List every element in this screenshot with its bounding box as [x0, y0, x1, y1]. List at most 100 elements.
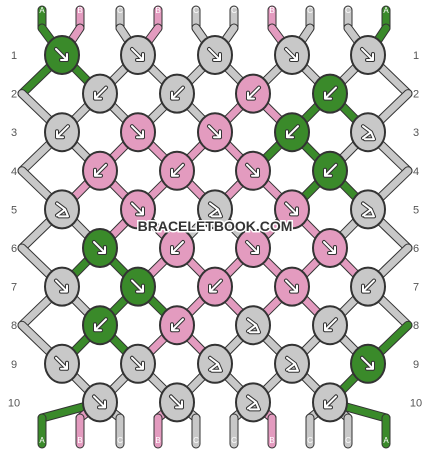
knot: [159, 150, 195, 191]
bottom-string-letter: C: [193, 436, 199, 445]
bottom-string-letter: B: [155, 436, 160, 445]
bottom-string-letter: C: [117, 436, 123, 445]
row-label-left: 4: [11, 166, 17, 178]
arrow-icon: [171, 241, 184, 254]
arrow-icon: [55, 48, 68, 61]
top-string-letter: C: [193, 6, 199, 15]
bottom-string-letter: B: [77, 436, 82, 445]
arrow-icon: [324, 395, 337, 409]
knot: [44, 266, 80, 307]
knot: [159, 305, 195, 346]
arrow-icon: [246, 241, 259, 254]
row-label-right: 3: [413, 127, 419, 139]
knot: [120, 266, 156, 307]
arrow-icon: [208, 48, 221, 61]
knot: [197, 35, 233, 75]
arrow-icon: [171, 86, 184, 100]
knot: [350, 266, 386, 307]
arrow-icon: [209, 279, 222, 293]
row-label-left: 7: [11, 282, 17, 294]
knot: [312, 150, 348, 191]
bottom-string-letter: B: [269, 436, 274, 445]
knot: [350, 35, 386, 75]
knot: [235, 150, 271, 191]
knot: [120, 112, 156, 153]
row-label-right: 2: [413, 89, 419, 101]
row-label-right: 10: [410, 397, 422, 409]
arrow-icon: [324, 163, 337, 177]
watermark-text: BRACELETBOOK.COM: [138, 218, 293, 234]
row-label-left: 10: [8, 397, 20, 409]
row-label-left: 5: [11, 204, 17, 216]
knot: [312, 228, 348, 268]
knot: [82, 305, 118, 346]
arrow-icon: [362, 125, 375, 141]
top-string-letter: C: [117, 6, 123, 15]
knot: [197, 189, 233, 230]
arrow-icon: [361, 48, 374, 61]
knot: [82, 228, 118, 268]
row-label-left: 2: [11, 89, 17, 101]
knot: [44, 35, 80, 75]
knot: [350, 112, 386, 153]
knot: [197, 266, 233, 307]
knot: [82, 382, 118, 423]
row-label-right: 1: [413, 50, 419, 62]
arrow-icon: [208, 125, 221, 139]
knot: [312, 305, 348, 346]
arrow-icon: [285, 279, 298, 293]
arrow-icon: [361, 356, 374, 370]
arrow-icon: [285, 48, 298, 61]
knot: [312, 382, 348, 423]
arrow-icon: [93, 241, 106, 254]
arrow-icon: [323, 241, 336, 254]
row-label-right: 9: [413, 359, 419, 371]
bottom-string-letter: A: [383, 436, 389, 445]
knot: [274, 343, 310, 384]
row-label-right: 4: [413, 166, 419, 178]
top-string-letter: C: [307, 6, 313, 15]
knot: [159, 73, 195, 114]
top-string-letter: A: [383, 6, 389, 15]
row-label-right: 6: [413, 243, 419, 255]
arrow-icon: [93, 395, 106, 409]
arrow-icon: [362, 202, 375, 218]
arrow-icon: [209, 202, 222, 218]
arrow-icon: [171, 318, 184, 332]
arrow-icon: [285, 202, 298, 216]
row-label-left: 1: [11, 50, 17, 62]
knot: [274, 266, 310, 307]
top-string-letter: C: [231, 6, 237, 15]
knot: [235, 305, 271, 346]
top-string-letter: A: [39, 6, 45, 15]
arrow-icon: [286, 356, 299, 372]
row-label-right: 7: [413, 282, 419, 294]
top-string-letter: B: [269, 6, 274, 15]
arrow-icon: [170, 395, 183, 409]
row-label-left: 3: [11, 127, 17, 139]
knot-layer: [44, 35, 386, 423]
arrow-icon: [209, 356, 222, 372]
arrow-icon: [324, 318, 337, 332]
knot: [350, 189, 386, 230]
knot: [159, 382, 195, 423]
knot: [235, 382, 271, 423]
knot: [120, 35, 156, 75]
arrow-icon: [246, 163, 259, 177]
knot: [44, 112, 80, 153]
top-string-letter: B: [155, 6, 160, 15]
knot: [44, 189, 80, 230]
top-string-letter: C: [345, 6, 351, 15]
knot: [197, 343, 233, 384]
arrow-icon: [131, 48, 144, 61]
knot: [274, 112, 310, 153]
knot: [350, 343, 386, 384]
knot: [44, 343, 80, 384]
arrow-icon: [286, 125, 299, 139]
row-label-right: 5: [413, 204, 419, 216]
row-label-left: 6: [11, 243, 17, 255]
arrow-icon: [94, 86, 107, 100]
